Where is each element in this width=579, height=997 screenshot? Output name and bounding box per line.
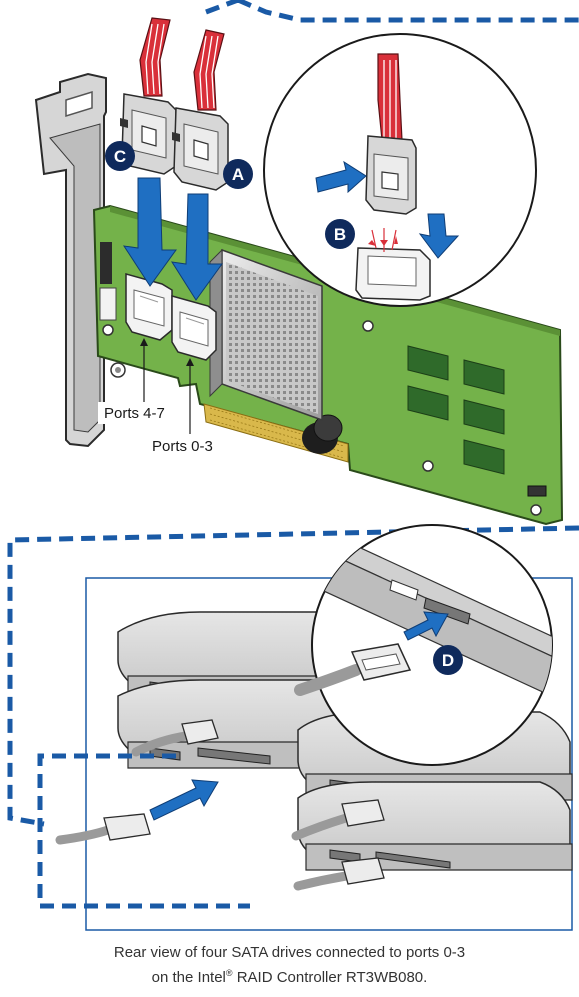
arrow-insert-ports-0-3 (170, 193, 223, 301)
sata-cable-3 (291, 799, 385, 841)
cable-connector-c (120, 17, 177, 175)
zoom-board-connector (355, 228, 431, 301)
zoom-sata-plug (294, 643, 412, 696)
sas-port-4-7-connector (125, 273, 173, 341)
zoom-inset-d: D (294, 524, 553, 766)
ports-4-7-leader-arrow (140, 338, 148, 346)
ports-4-7-label: Ports 4-7 (104, 405, 165, 422)
sata-cable-4 (293, 857, 385, 891)
mounting-bracket (34, 72, 107, 448)
sata-cable-2 (55, 813, 151, 845)
memory-chips (407, 345, 505, 475)
svg-text:D: D (442, 651, 454, 670)
sata-drive-bottom-right (297, 781, 573, 871)
svg-text:B: B (334, 225, 346, 244)
arrow-pull-down (418, 213, 460, 259)
callout-line-top (205, 0, 579, 23)
arrow-insert-sata (149, 779, 219, 821)
sata-cable-1 (131, 719, 219, 757)
ports-0-3-leader-arrow (186, 358, 194, 366)
caption-line-2-pre: on the Intel (151, 969, 226, 986)
zoom-inset-b: B (263, 33, 537, 307)
cable-connector-a (172, 29, 229, 191)
arrow-push-sata (403, 611, 449, 641)
caption-line-2: on the Intel® RAID Controller RT3WB080. (0, 963, 579, 988)
ports-0-3-label: Ports 0-3 (152, 438, 213, 455)
step-c-badge: C (105, 141, 135, 171)
capacitor (302, 414, 343, 454)
step-b-badge: B (325, 219, 355, 249)
arrow-press-latch (315, 160, 367, 194)
callout-line-inner (37, 753, 250, 909)
heatsink (209, 248, 323, 422)
step-a-badge: A (223, 159, 253, 189)
zoom-cable (365, 53, 417, 215)
step-d-badge: D (433, 645, 463, 675)
sas-port-0-3-connector (171, 295, 217, 361)
arrow-insert-ports-4-7 (122, 177, 177, 287)
registered-mark: ® (225, 968, 233, 978)
caption-line-2-post: RAID Controller RT3WB080. (232, 969, 428, 986)
caption-line-1: Rear view of four SATA drives connected … (113, 944, 466, 961)
callout-line-middle (7, 525, 579, 827)
figure-caption: Rear view of four SATA drives connected … (0, 943, 579, 988)
svg-text:A: A (232, 165, 244, 184)
svg-text:C: C (114, 147, 126, 166)
